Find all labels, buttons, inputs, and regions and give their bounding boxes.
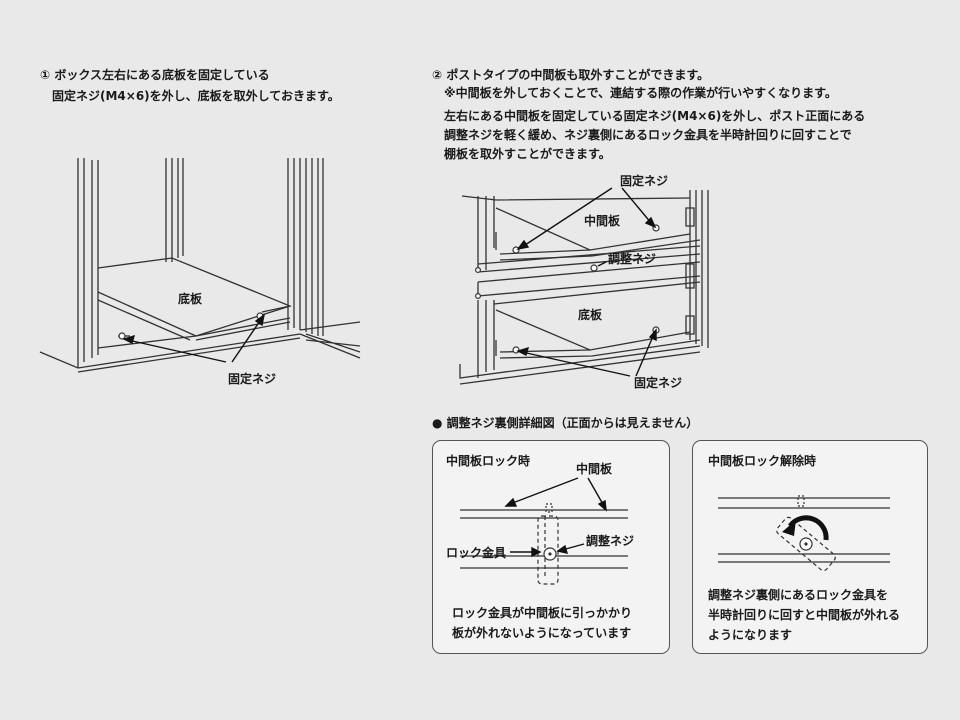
step2-line1: ② ポストタイプの中間板も取外すことができます。 [432,68,710,82]
fig2-bottom-plate-label: 底板 [578,308,603,322]
step2-line5: 棚板を取外すことができます。 [432,147,611,161]
release-caption-1: 調整ネジ裏側にあるロック金具を [708,588,889,602]
fig2-adjust-screw-label: 調整ネジ [608,252,657,266]
fig2-fixing-screw-top-label: 固定ネジ [620,174,669,188]
lock-title: 中間板ロック時 [446,454,531,468]
lock-bracket-label: ロック金具 [446,546,507,560]
step1-line1: ① ボックス左右にある底板を固定している [40,68,270,82]
release-caption-2: 半時計回りに回すと中間板が外れる [708,608,901,622]
fig1-fixing-screw-label: 固定ネジ [228,372,277,386]
detail-heading: ● 調整ネジ裏側詳細図（正面からは見えません） [432,416,699,430]
lock-panel [432,440,670,654]
lock-caption-1: ロック金具が中間板に引っかかり [452,606,633,620]
step2-line2: ※中間板を外しておくことで、連結する際の作業が行いやすくなります。 [432,86,837,100]
lock-caption-2: 板が外れないようになっています [452,626,632,640]
step2-line3: 左右にある中間板を固定している固定ネジ(M4×6)を外し、ポスト正面にある [432,109,866,123]
step2-line4: 調整ネジを軽く緩め、ネジ裏側にあるロック金具を半時計回りに回すことで [432,128,852,142]
release-title: 中間板ロック解除時 [708,454,817,468]
release-caption-3: ようになります [708,628,793,642]
fig2-middle-plate-label: 中間板 [584,214,621,228]
step1-line2: 固定ネジ(M4×6)を外し、底板を取外しておきます。 [40,89,340,103]
lock-middle-plate-label: 中間板 [576,462,613,476]
fig1-bottom-plate-label: 底板 [178,292,203,306]
lock-adjust-screw-label: 調整ネジ [586,534,635,548]
fig2-fixing-screw-bottom-label: 固定ネジ [634,376,683,390]
